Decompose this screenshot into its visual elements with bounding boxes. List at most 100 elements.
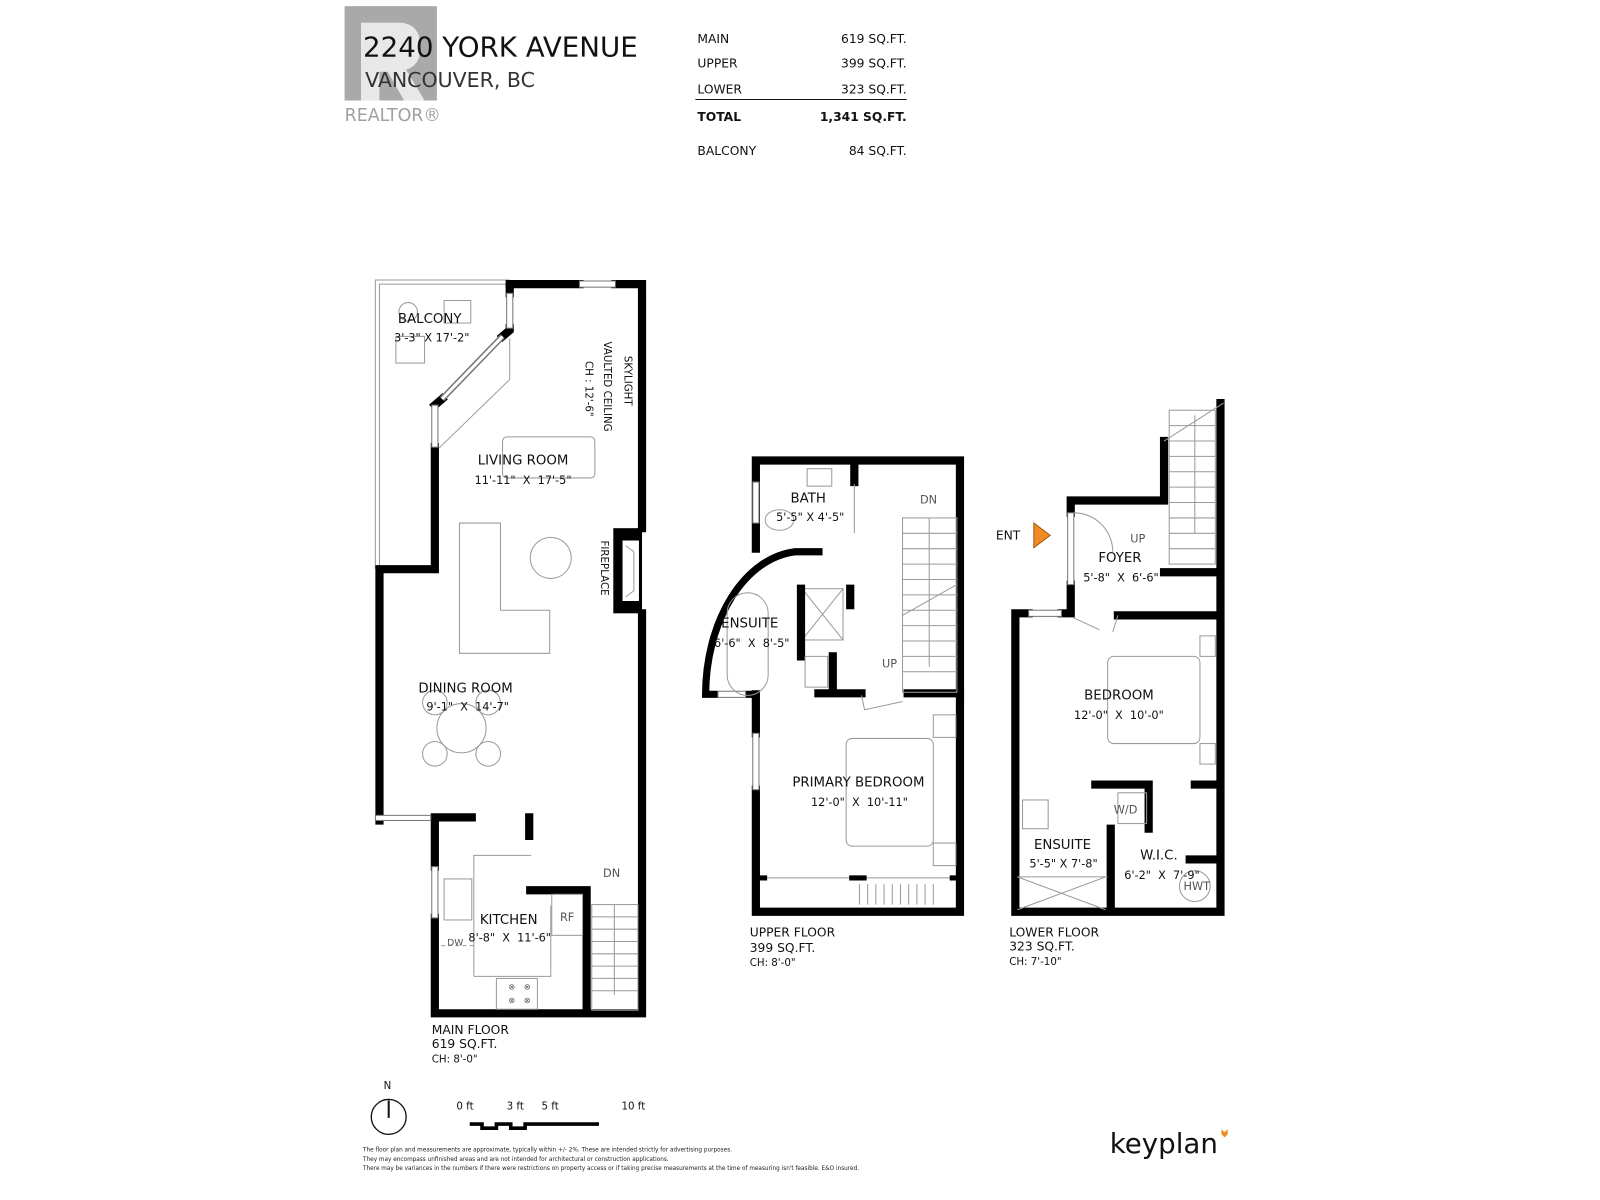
room-dims-bath: 5'-5" X 4'-5" <box>776 511 844 524</box>
bed <box>845 737 934 847</box>
area-label-total: TOTAL <box>697 110 741 124</box>
stairs-up-label-lower: UP <box>1130 533 1145 546</box>
ensuite-vanity <box>804 655 829 688</box>
floor-name-main: MAIN FLOOR <box>432 1023 510 1037</box>
note-ceiling-height: CH : 12'-6" <box>583 361 595 417</box>
disclaimer-line-3: There may be variances in the numbers if… <box>362 1166 859 1172</box>
floor-ceiling-lower: CH: 7'-10" <box>1009 956 1061 968</box>
balcony-railing <box>374 279 510 570</box>
area-value-total: 1,341 SQ.FT. <box>820 110 907 124</box>
toilet <box>764 509 795 531</box>
compass: N <box>370 1080 407 1135</box>
room-dims-foyer: 5'-8" X 6'-6" <box>1083 572 1158 585</box>
svg-text:⊗: ⊗ <box>524 995 531 1005</box>
realtor-logo: REALTOR® <box>344 6 441 126</box>
floor-ceiling-main: CH: 8'-0" <box>432 1054 478 1066</box>
room-name-bedroom-lower: BEDROOM <box>1084 688 1154 703</box>
fixture-wd: W/D <box>1114 803 1138 816</box>
area-summary-table: MAIN 619 SQ.FT. UPPER 399 SQ.FT. LOWER 3… <box>695 32 907 158</box>
disclaimer: The floor plan and measurements are appr… <box>362 1148 859 1172</box>
note-vaulted-ceiling: VAULTED CEILING <box>601 342 613 432</box>
realtor-logo-text: REALTOR® <box>345 106 441 126</box>
fireplace <box>613 528 643 614</box>
sofa <box>502 436 596 479</box>
room-dims-wic: 6'-2" X 7'-9" <box>1124 869 1199 882</box>
entrance-arrow-icon <box>1033 522 1052 549</box>
room-dims-dining: 9'-1" X 14'-7" <box>426 701 509 714</box>
floor-area-upper: 399 SQ.FT. <box>750 941 816 955</box>
keyplan-wordmark: keyplan <box>1110 1127 1218 1160</box>
scale-label-10: 10 ft <box>622 1101 646 1113</box>
room-name-ensuite-upper: ENSUITE <box>721 617 778 632</box>
bath-sink <box>806 468 833 487</box>
city-subtitle: VANCOUVER, BC <box>365 68 535 92</box>
floor-ceiling-upper: CH: 8'-0" <box>750 957 796 969</box>
main-floor-plan: ⊗⊗ ⊗⊗ BALCONY 3'-3" X 17'-2" LIVING ROOM… <box>374 279 647 1066</box>
room-name-dining: DINING ROOM <box>418 681 512 696</box>
stairs-dn-label: DN <box>603 867 620 880</box>
area-value-lower: 323 SQ.FT. <box>841 82 907 96</box>
room-dims-kitchen: 8'-8" X 11'-6" <box>468 932 551 945</box>
address-title: 2240 YORK AVENUE <box>363 30 638 63</box>
stairs-up-down <box>902 517 958 693</box>
room-name-wic: W.I.C. <box>1140 848 1178 863</box>
area-label-balcony: BALCONY <box>697 144 756 158</box>
compass-icon <box>370 1098 407 1135</box>
area-value-balcony: 84 SQ.FT. <box>849 144 907 158</box>
note-fireplace: FIREPLACE <box>598 540 610 595</box>
area-label-lower: LOWER <box>697 82 742 96</box>
svg-text:⊗: ⊗ <box>524 982 531 992</box>
dining-table <box>436 703 487 754</box>
room-name-foyer: FOYER <box>1098 551 1141 566</box>
hot-water-tank <box>1178 870 1211 903</box>
room-dims-primary-bedroom: 12'-0" X 10'-11" <box>811 796 908 809</box>
scale-label-0: 0 ft <box>456 1101 473 1113</box>
bed-lower <box>1107 655 1201 745</box>
floor-name-lower: LOWER FLOOR <box>1009 925 1099 939</box>
area-value-upper: 399 SQ.FT. <box>841 57 907 71</box>
fox-icon <box>1221 1129 1228 1138</box>
floor-name-upper: UPPER FLOOR <box>750 925 836 939</box>
room-dims-ensuite-lower: 5'-5" X 7'-8" <box>1029 858 1097 871</box>
disclaimer-line-1: The floor plan and measurements are appr… <box>362 1148 732 1154</box>
room-name-living: LIVING ROOM <box>478 454 569 469</box>
coffee-table <box>529 536 572 579</box>
fixture-rf: RF <box>560 911 574 924</box>
area-label-main: MAIN <box>697 32 729 46</box>
stairs-down <box>591 904 639 1011</box>
washer-dryer <box>1117 792 1148 825</box>
sink <box>443 878 473 921</box>
room-name-bath: BATH <box>790 492 825 507</box>
floor-area-main: 619 SQ.FT. <box>432 1037 498 1051</box>
north-label: N <box>384 1080 392 1092</box>
area-label-upper: UPPER <box>697 57 738 71</box>
upper-floor-plan: BATH 5'-5" X 4'-5" ENSUITE 6'-6" X 8'-5"… <box>702 456 965 969</box>
fixture-hwt: HWT <box>1184 880 1211 893</box>
scale-bar: 0 ft 3 ft 5 ft 10 ft <box>456 1101 646 1130</box>
room-name-ensuite-lower: ENSUITE <box>1034 838 1091 853</box>
room-dims-ensuite-upper: 6'-6" X 8'-5" <box>714 637 789 650</box>
room-name-kitchen: KITCHEN <box>480 913 538 928</box>
scale-label-3: 3 ft <box>507 1101 524 1113</box>
svg-text:⊗: ⊗ <box>508 982 515 992</box>
stairs-up-label-upper: UP <box>882 658 897 671</box>
room-dims-living: 11'-11" X 17'-5" <box>475 474 572 487</box>
stairs-up-lower <box>1168 409 1216 565</box>
lower-floor-plan: ENT FOYER 5'-8" X 6'-6" BEDROOM 12'-0" X… <box>996 398 1225 968</box>
room-name-primary-bedroom: PRIMARY BEDROOM <box>792 776 924 791</box>
note-skylight: SKYLIGHT <box>622 356 634 407</box>
bathtub <box>726 592 769 696</box>
lower-ensuite-sink <box>1022 799 1049 830</box>
cooktop <box>495 977 538 1010</box>
area-value-main: 619 SQ.FT. <box>841 32 907 46</box>
scale-label-5: 5 ft <box>542 1101 559 1113</box>
floor-area-lower: 323 SQ.FT. <box>1009 940 1075 954</box>
kitchen-island <box>473 854 552 977</box>
fixture-dw: DW <box>447 938 463 949</box>
room-dims-balcony: 3'-3" X 17'-2" <box>394 332 469 345</box>
entrance-label: ENT <box>996 528 1021 542</box>
keyplan-logo: keyplan <box>1110 1127 1228 1160</box>
refrigerator <box>551 893 584 936</box>
disclaimer-line-2: They may encompass unfinished areas and … <box>362 1157 669 1163</box>
